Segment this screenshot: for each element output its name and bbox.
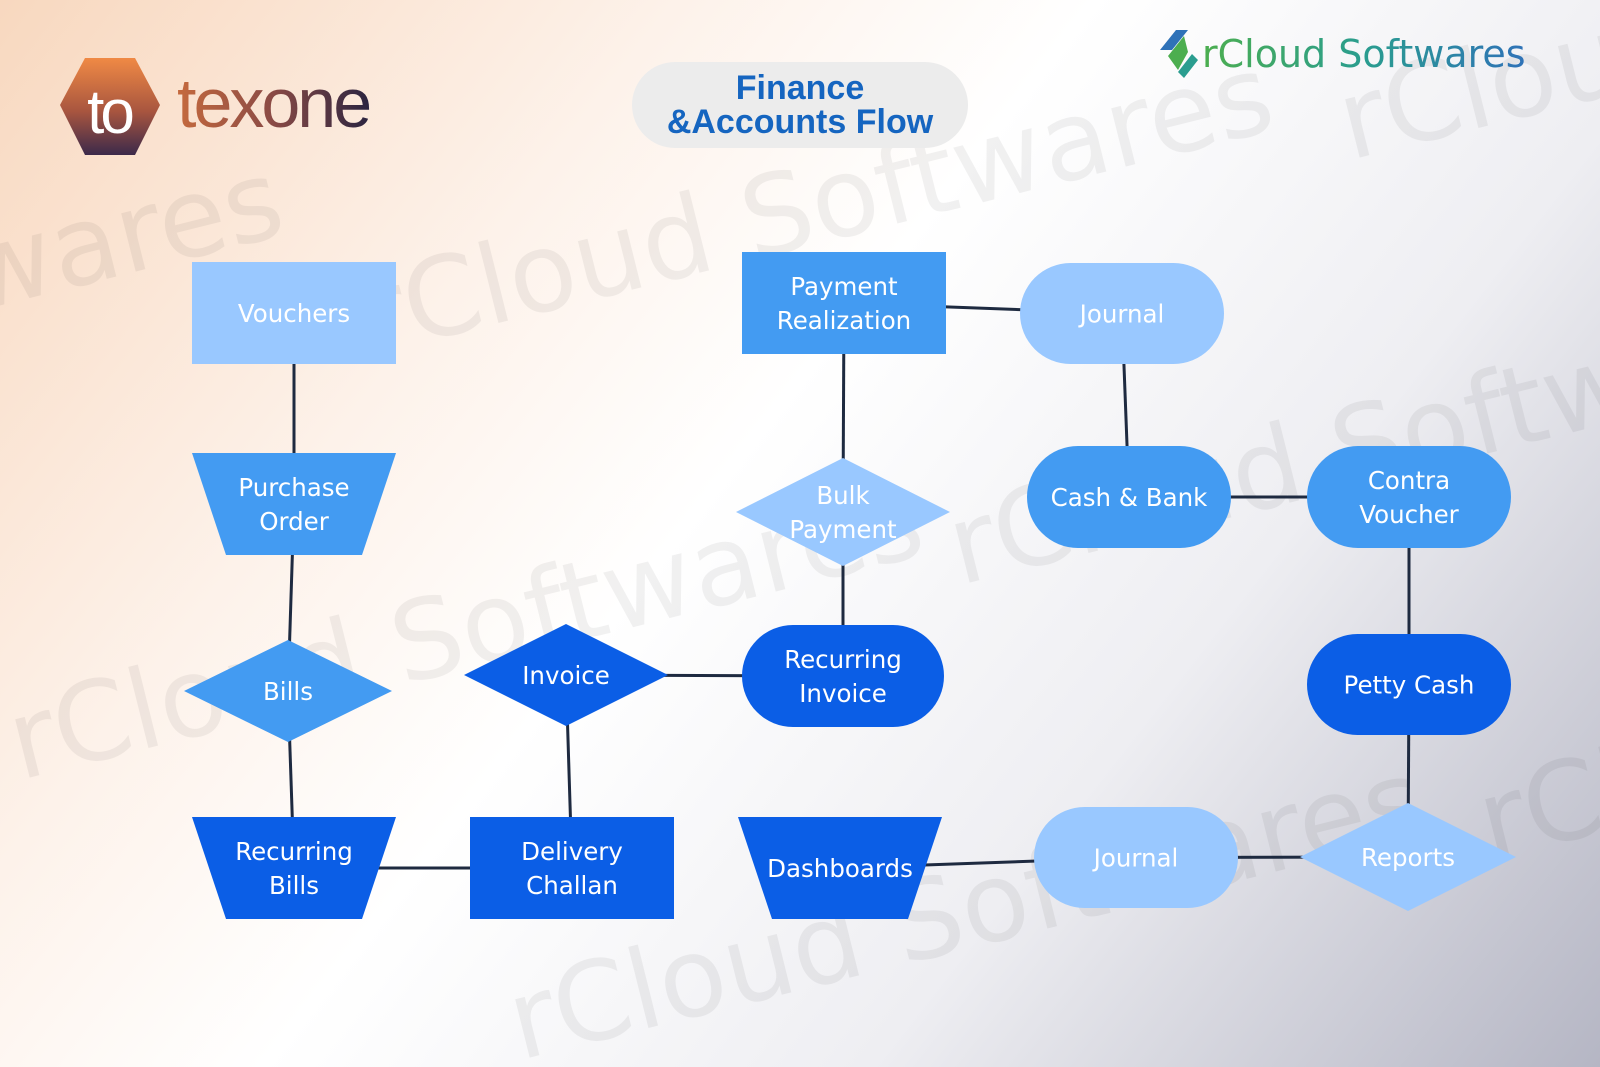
node-invoice[interactable]: Invoice [464, 624, 668, 726]
node-label-payment-realization: Payment [790, 272, 898, 301]
node-label-petty-cash: Petty Cash [1344, 671, 1475, 700]
node-label-contra-voucher: Contra [1368, 466, 1450, 495]
node-label-contra-voucher: Voucher [1359, 500, 1459, 529]
node-shape-vouchers [192, 262, 396, 364]
node-label-recurring-invoice: Invoice [799, 679, 887, 708]
node-shape-journal-top [1020, 263, 1224, 364]
node-label-reports: Reports [1361, 843, 1455, 872]
node-shape-petty-cash [1307, 634, 1511, 735]
node-shape-delivery-challan [470, 817, 674, 919]
node-dashboards[interactable]: Dashboards [738, 817, 942, 919]
node-shape-bulk-payment [736, 458, 950, 566]
node-shape-journal-bottom [1034, 807, 1238, 908]
node-petty-cash[interactable]: Petty Cash [1307, 634, 1511, 735]
node-label-invoice: Invoice [522, 661, 610, 690]
node-label-bulk-payment: Bulk [816, 481, 870, 510]
node-label-delivery-challan: Delivery [521, 837, 623, 866]
hexagon-icon [60, 58, 160, 155]
node-shape-recurring-bills [192, 817, 396, 919]
rcloud-logo: rCloud Softwares [1160, 30, 1526, 78]
node-label-delivery-challan: Challan [526, 871, 618, 900]
node-shape-contra-voucher [1307, 446, 1511, 548]
node-shape-reports [1300, 803, 1516, 911]
node-label-payment-realization: Realization [777, 306, 911, 335]
node-journal-bottom[interactable]: Journal [1034, 807, 1238, 908]
node-label-purchase-order: Purchase [238, 473, 349, 502]
node-shape-bills [184, 640, 392, 742]
node-label-journal-bottom: Journal [1092, 844, 1179, 873]
node-label-journal-top: Journal [1078, 300, 1165, 329]
node-label-cash-bank: Cash & Bank [1051, 483, 1208, 512]
brand-rcloud: rCloud Softwares [1202, 32, 1526, 76]
node-shape-cash-bank [1027, 446, 1231, 548]
node-shape-invoice [464, 624, 668, 726]
node-shape-recurring-invoice [742, 625, 944, 727]
node-label-dashboards: Dashboards [767, 854, 913, 883]
node-shape-dashboards [738, 817, 942, 919]
title-line-2: &Accounts Flow [666, 103, 934, 141]
node-bills[interactable]: Bills [184, 640, 392, 742]
brand-wordmark: texone [177, 64, 369, 142]
nodes: VouchersPurchaseOrderBillsRecurringBills… [184, 252, 1516, 919]
rcloud-icon [1160, 30, 1198, 78]
node-label-recurring-invoice: Recurring [784, 645, 902, 674]
node-label-vouchers: Vouchers [238, 299, 350, 328]
node-label-purchase-order: Order [259, 507, 330, 536]
node-label-bulk-payment: Payment [789, 515, 897, 544]
node-label-bills: Bills [263, 677, 313, 706]
node-label-recurring-bills: Bills [269, 871, 319, 900]
node-shape-purchase-order [192, 453, 396, 555]
node-cash-bank[interactable]: Cash & Bank [1027, 446, 1231, 548]
connectors [286, 301, 1411, 870]
node-vouchers[interactable]: Vouchers [192, 262, 396, 364]
node-reports[interactable]: Reports [1300, 803, 1516, 911]
node-shape-payment-realization [742, 252, 946, 354]
svg-text:to: to [87, 78, 132, 147]
node-label-recurring-bills: Recurring [235, 837, 353, 866]
title-line-1: Finance [735, 69, 865, 107]
node-journal-top[interactable]: Journal [1020, 263, 1224, 364]
title-pill: Finance &Accounts Flow [632, 62, 968, 148]
texone-logo: to texone [60, 58, 372, 155]
